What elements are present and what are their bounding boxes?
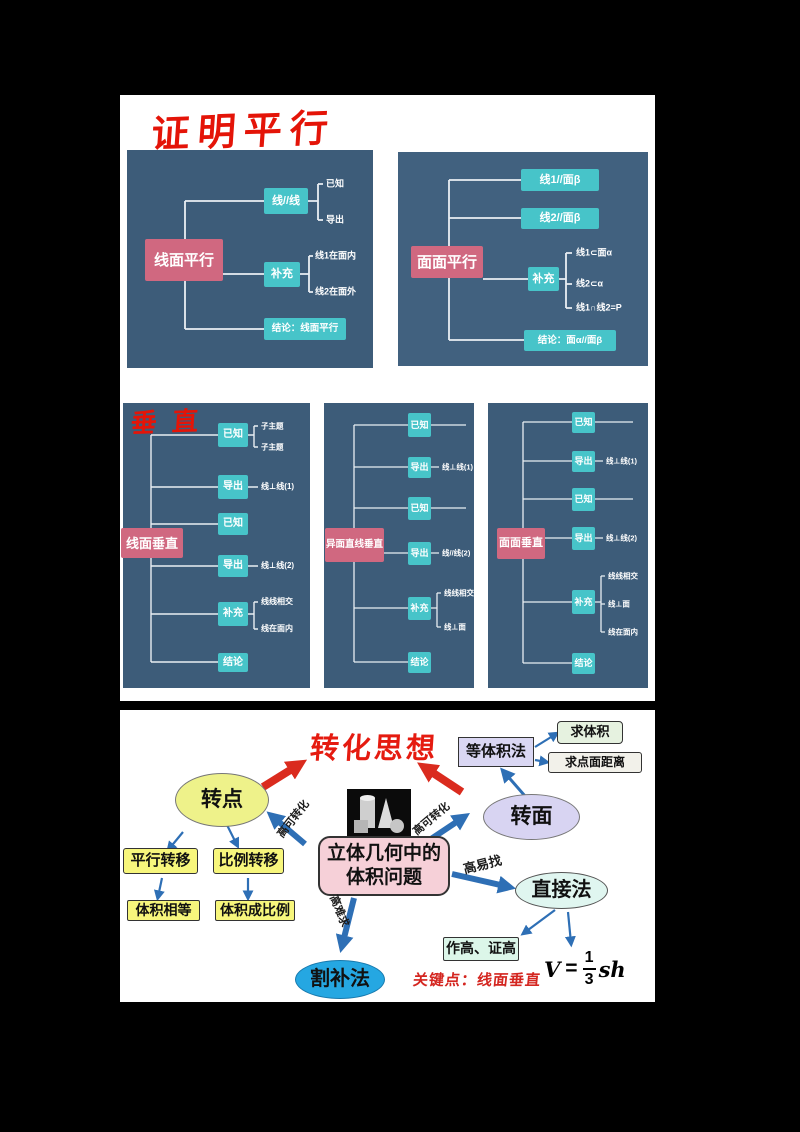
geometric-solids-image — [347, 789, 411, 839]
direct-method-ellipse: 直接法 — [515, 872, 608, 909]
panel-plane-plane-parallel: 线1//面β 线2//面β 面面平行 补充 结论：面α//面β 线1⊂面α 线2… — [398, 152, 648, 366]
child-label-line-in-plane: 线在面内 — [608, 627, 638, 637]
child-label-line-perp-line-2: 线⊥线(2) — [261, 561, 295, 570]
panel-plane-plane-perpendicular: 面面垂直 已知 导出 已知 导出 补充 结论 线⊥线(1) 线⊥线(2) 线线相… — [488, 403, 648, 688]
node-supplement: 补充 — [264, 262, 300, 287]
child-label-subtopic-2: 子主题 — [261, 442, 284, 452]
volume-formula: V = 1 3 sh — [544, 950, 626, 988]
find-volume-box: 求体积 — [557, 721, 623, 744]
formula-sh: sh — [598, 956, 626, 982]
node-root-skew-lines-perp: 异面直线垂直 — [325, 528, 384, 562]
point-plane-distance-box: 求点面距离 — [548, 752, 642, 773]
mindmap-arrows — [153, 731, 576, 953]
child-label-known: 已知 — [326, 178, 345, 189]
node-line2-parallel-plane: 线2//面β — [521, 208, 599, 229]
panel-line-plane-parallel: 线//线 线面平行 补充 结论：线面平行 已知 导出 线1在面内 线2在面外 — [127, 150, 373, 368]
node-known-1: 已知 — [218, 423, 248, 447]
title-perpendicular: 垂 直 — [129, 405, 204, 439]
make-prove-height-box: 作高、证高 — [443, 937, 519, 961]
ratio-transfer-box: 比例转移 — [213, 848, 284, 874]
node-root-line-plane-parallel: 线面平行 — [145, 239, 223, 281]
child-label-lines-intersect: 线线相交 — [444, 588, 474, 598]
child-label-line-perp-plane: 线⊥面 — [444, 622, 466, 632]
mindmap-title: 转化思想 — [308, 733, 440, 765]
node-derive-1: 导出 — [218, 475, 248, 499]
node-conclusion: 结论 — [408, 652, 431, 673]
volume-proportional-box: 体积成比例 — [215, 900, 295, 921]
node-known-2: 已知 — [572, 488, 595, 511]
node-derive-2: 导出 — [218, 555, 248, 577]
center-topic-line2: 体积问题 — [345, 867, 422, 888]
child-label-subtopic-1: 子主题 — [261, 421, 284, 431]
panel-line-plane-perpendicular: 线面垂直 已知 导出 已知 导出 补充 结论 子主题 子主题 线⊥线(1) 线⊥… — [121, 403, 310, 688]
mindmap-section: 转化思想 等体积法 求体积 求点面距离 转点 转面 立体几何中的 体积问题 平行… — [120, 710, 655, 1002]
node-root-plane-plane-perp: 面面垂直 — [497, 528, 545, 559]
formula-equals: = — [565, 957, 578, 980]
child-label-line-perp-line-2: 线⊥线(2) — [606, 533, 638, 543]
child-label-line2-in-alpha: 线2⊂α — [576, 278, 604, 289]
node-supplement: 补充 — [528, 267, 559, 291]
child-label-line-perp-line-1: 线⊥线(1) — [442, 462, 474, 472]
node-derive-1: 导出 — [572, 451, 595, 472]
node-known-2: 已知 — [408, 497, 431, 520]
node-conclusion: 结论：面α//面β — [524, 330, 616, 351]
child-label-line-perp-plane: 线⊥面 — [608, 599, 630, 609]
child-label-lines-intersect-p: 线1∩线2=P — [576, 302, 622, 313]
child-label-lines-intersect: 线线相交 — [261, 597, 293, 606]
equal-volume-method-box: 等体积法 — [458, 737, 534, 767]
formula-fraction: 1 3 — [582, 949, 596, 988]
turn-point-ellipse: 转点 — [175, 773, 269, 827]
node-supplement: 补充 — [572, 590, 595, 614]
node-root-plane-plane-parallel: 面面平行 — [411, 246, 483, 278]
node-conclusion: 结论 — [572, 653, 595, 674]
center-topic-line1: 立体几何中的 — [326, 843, 441, 865]
child-label-line-perp-line-1: 线⊥线(1) — [261, 482, 295, 491]
node-supplement: 补充 — [408, 597, 431, 620]
child-label-line-in-plane: 线在面内 — [261, 624, 293, 633]
node-known-1: 已知 — [408, 413, 431, 437]
child-label-line-perp-line-1: 线⊥线(1) — [606, 456, 638, 466]
key-point-text: 关键点：线面垂直 — [412, 972, 542, 989]
node-line-parallel-line: 线//线 — [264, 188, 308, 214]
node-known-1: 已知 — [572, 412, 595, 433]
parallel-transfer-box: 平行转移 — [123, 848, 198, 874]
center-topic-box: 立体几何中的 体积问题 — [318, 836, 450, 896]
formula-numerator: 1 — [584, 949, 594, 966]
child-label-line-parallel-line-2: 线//线(2) — [442, 548, 471, 558]
child-label-line1-in-alpha: 线1⊂面α — [576, 247, 613, 258]
node-derive-2: 导出 — [572, 527, 595, 550]
node-derive-1: 导出 — [408, 457, 431, 478]
formula-v: V — [544, 956, 561, 982]
child-label-derive: 导出 — [326, 214, 345, 225]
turn-face-ellipse: 转面 — [483, 794, 580, 840]
node-line1-parallel-plane: 线1//面β — [521, 169, 599, 191]
node-root-line-plane-perp: 线面垂直 — [121, 528, 183, 558]
fraction-bar — [582, 968, 596, 970]
volume-equal-box: 体积相等 — [127, 900, 200, 921]
node-supplement: 补充 — [218, 602, 248, 626]
formula-denominator: 3 — [584, 971, 594, 988]
panel-skew-lines-perpendicular: 异面直线垂直 已知 导出 已知 导出 补充 结论 线⊥线(1) 线//线(2) … — [324, 403, 474, 688]
node-derive-2: 导出 — [408, 542, 431, 565]
node-conclusion: 结论：线面平行 — [264, 318, 346, 340]
child-label-line1-in-plane: 线1在面内 — [315, 250, 357, 261]
cut-complement-ellipse: 割补法 — [295, 960, 385, 999]
child-label-line2-out-plane: 线2在面外 — [315, 286, 357, 297]
node-known-2: 已知 — [218, 513, 248, 535]
child-label-lines-intersect: 线线相交 — [608, 571, 638, 581]
title-proving-parallel: 证明平行 — [149, 107, 338, 157]
node-conclusion: 结论 — [218, 653, 248, 672]
